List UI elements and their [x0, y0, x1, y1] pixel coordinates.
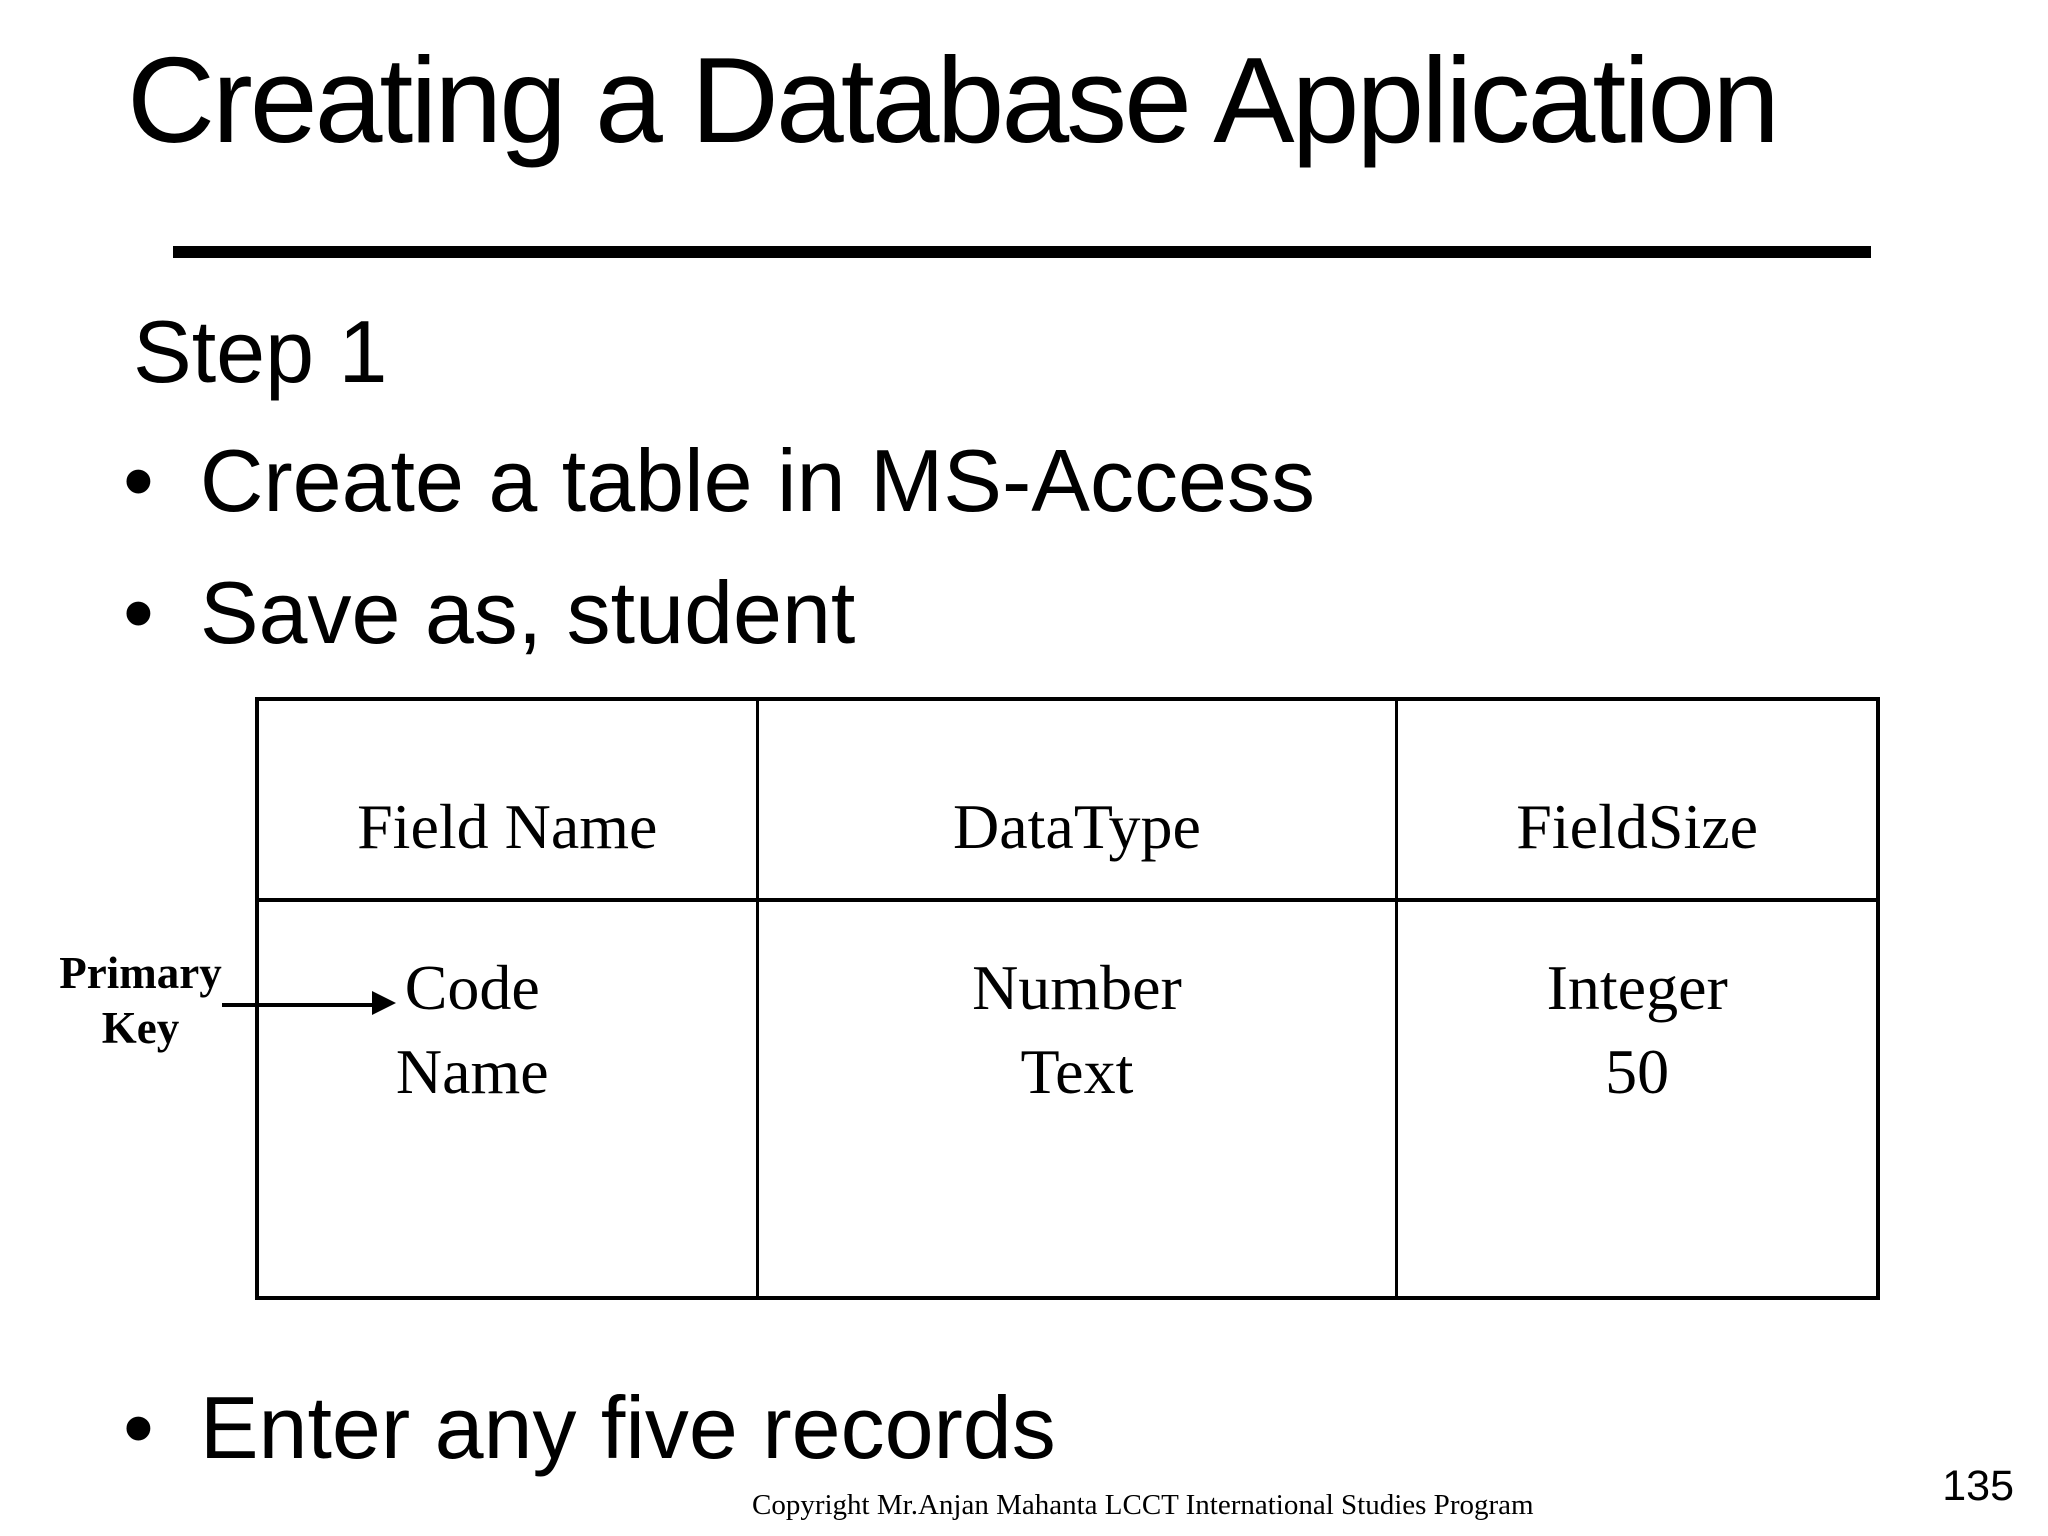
footer-copyright: Copyright Mr.Anjan Mahanta LCCT Internat… [752, 1489, 1534, 1521]
bullet-icon: • [123, 1378, 154, 1477]
bullet-item-enter-records: • Enter any five records [123, 1375, 1056, 1481]
primary-key-line-1: Primary [59, 948, 222, 998]
table-header-data-type: DataType [758, 701, 1399, 902]
table-header-field-name: Field Name [259, 701, 759, 902]
table-column-data-types: Number Text [759, 902, 1399, 1296]
bullet-icon: • [123, 431, 154, 530]
bullet-item-save-as: • Save as, student [123, 560, 855, 666]
fields-table: Field Name DataType FieldSize Code Name … [255, 697, 1880, 1300]
step-heading: Step 1 [133, 302, 388, 401]
table-cell: Code [404, 952, 540, 1023]
table-cell: Text [1020, 1036, 1134, 1108]
table-header-field-size: FieldSize [1398, 701, 1876, 902]
title-underline [173, 246, 1871, 258]
table-cell: Name [395, 1036, 549, 1108]
table-cell: Number [972, 952, 1182, 1023]
primary-key-label: Primary Key [48, 946, 233, 1056]
bullet-text: Create a table in MS-Access [199, 431, 1315, 530]
page-title: Creating a Database Application [127, 32, 1780, 168]
table-column-field-sizes: Integer 50 [1398, 902, 1876, 1296]
table-cell: Integer [1546, 952, 1728, 1023]
primary-key-arrow-line [222, 1003, 374, 1007]
page-number: 135 [1942, 1462, 2014, 1510]
table-column-field-names: Code Name [259, 902, 759, 1296]
bullet-text: Enter any five records [199, 1378, 1056, 1477]
primary-key-arrow-icon [372, 991, 396, 1015]
bullet-item-create-table: • Create a table in MS-Access [123, 428, 1315, 534]
primary-key-line-2: Key [101, 1002, 180, 1053]
bullet-icon: • [123, 563, 154, 662]
table-cell: 50 [1605, 1036, 1670, 1108]
bullet-text: Save as, student [199, 563, 856, 662]
